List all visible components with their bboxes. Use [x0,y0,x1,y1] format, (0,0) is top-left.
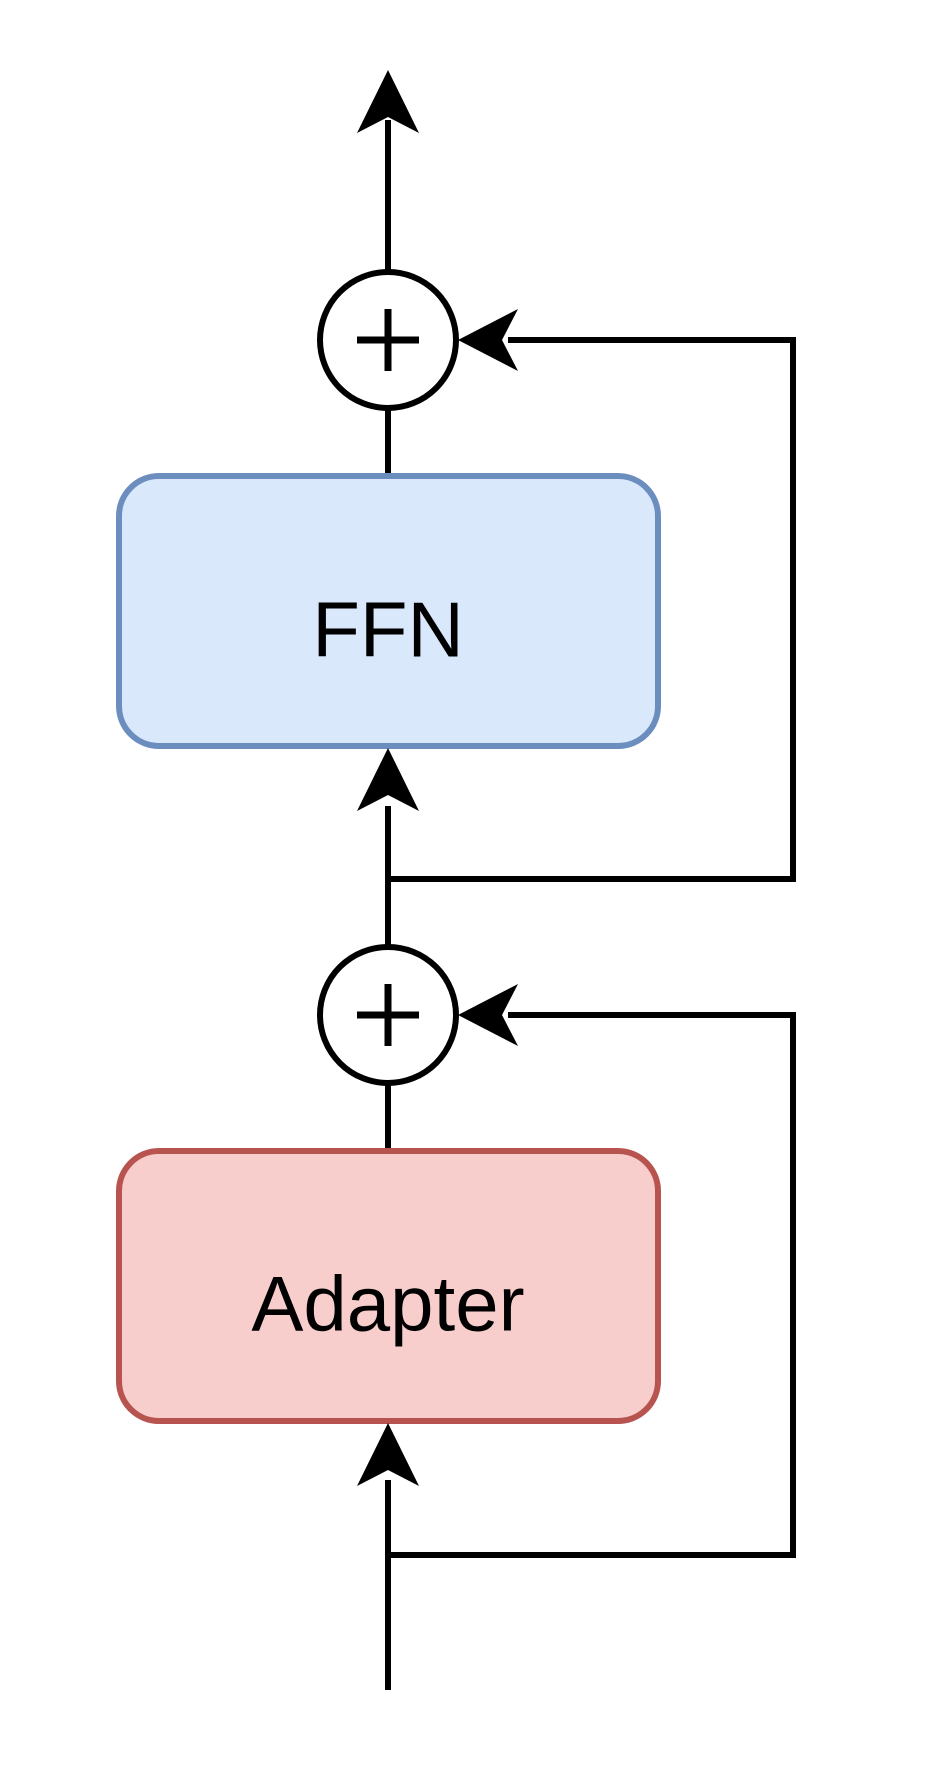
ffn-block: FFN [116,473,661,749]
ffn-input-arrow [357,748,419,945]
lower-add-node [317,944,459,1086]
output-arrow [357,70,419,270]
adapter-input-arrow [357,1423,419,1690]
adapter-block: Adapter [116,1148,661,1424]
ffn-label: FFN [312,586,464,674]
lower-residual-path [388,984,796,1558]
adapter-label: Adapter [251,1260,524,1348]
upper-residual-path [388,309,796,882]
upper-add-node [317,269,459,411]
